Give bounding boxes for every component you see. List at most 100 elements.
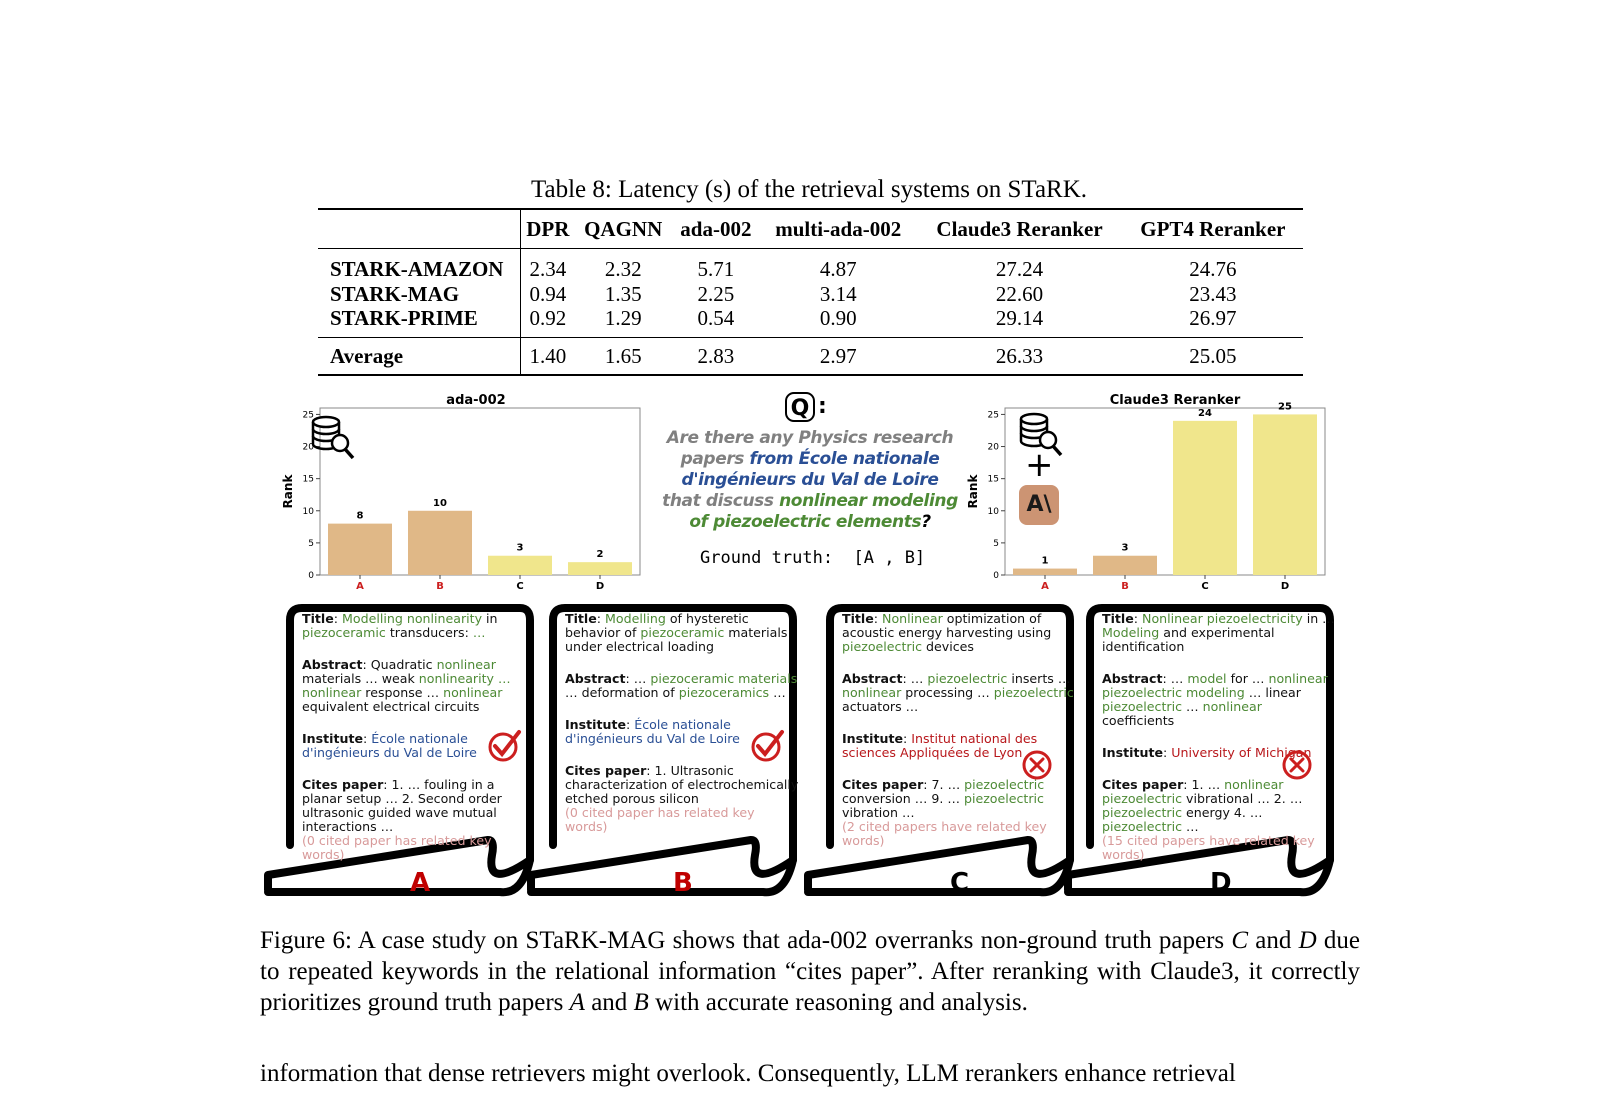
scroll-curl bbox=[264, 836, 534, 897]
bar-value-label: 1 bbox=[1042, 556, 1049, 567]
card-text-run: piezoelectric bbox=[964, 777, 1045, 792]
paper-card: Title: Nonlinear piezoelectricity in … M… bbox=[1102, 612, 1337, 862]
paper-letter: D bbox=[1210, 868, 1232, 898]
card-field-label: Abstract bbox=[842, 671, 903, 686]
bar-value-label: 8 bbox=[357, 511, 364, 522]
card-field-colon: : bbox=[383, 777, 392, 792]
card-text-run: equivalent electrical circuits bbox=[302, 699, 480, 714]
chart-title-ada: ada-002 bbox=[446, 393, 506, 408]
latency-table: DPR QAGNN ada-002 multi-ada-002 Claude3 … bbox=[318, 208, 1303, 376]
card-field: Title: Modelling nonlinearity in piezoce… bbox=[302, 612, 537, 640]
card-text-run: nonlinear bbox=[302, 685, 362, 700]
paper-letter: C bbox=[950, 868, 970, 898]
y-tick-label: 25 bbox=[988, 410, 999, 420]
card-text-run: Nonlinear bbox=[882, 611, 943, 626]
card-text-run: nonlinear bbox=[1202, 699, 1262, 714]
card-text-run: and experimental identification bbox=[1102, 625, 1275, 654]
card-text-run: response … bbox=[361, 685, 444, 700]
x-tick-label: A bbox=[356, 581, 364, 592]
caption-text: and bbox=[1248, 927, 1299, 954]
card-field-colon: : bbox=[596, 611, 606, 626]
card-field-colon: : bbox=[626, 717, 635, 732]
caption-italic: D bbox=[1298, 927, 1317, 954]
paper-card: Title: Modelling of hysteretic behavior … bbox=[565, 612, 800, 834]
card-field-colon: : bbox=[363, 731, 372, 746]
y-tick-label: 5 bbox=[308, 539, 314, 549]
card-text-run: Modeling bbox=[1102, 625, 1160, 640]
table-cell: 29.14 bbox=[995, 306, 1044, 331]
plus-icon: + bbox=[1025, 445, 1054, 485]
card-field: Institute: University of Michigan bbox=[1102, 746, 1337, 760]
bar-value-label: 10 bbox=[433, 498, 447, 509]
card-text-run: 1. … fouling in a planar setup … 2. Seco… bbox=[302, 777, 502, 834]
table-cell: 26.33 bbox=[916, 336, 1123, 376]
card-field: Cites paper: 1. Ultrasonic characterizat… bbox=[565, 764, 800, 806]
card-text-run: piezoelectric bbox=[1102, 819, 1183, 834]
card-text-run: nonlinear bbox=[842, 685, 902, 700]
card-field-colon: : bbox=[902, 671, 911, 686]
caption-italic: C bbox=[1231, 927, 1249, 954]
checkmark-stroke bbox=[493, 730, 521, 758]
card-field: Abstract: … model for … nonlinear piezoe… bbox=[1102, 672, 1337, 728]
database-search-icon bbox=[1019, 412, 1063, 457]
card-field: Abstract: … piezoelectric inserts … nonl… bbox=[842, 672, 1077, 714]
column-header: GPT4 Reranker bbox=[1122, 208, 1303, 249]
table-row: STARK-AMAZON 2.34 2.32 5.71 4.87 27.24 2… bbox=[318, 248, 1303, 282]
bar-value-label: 3 bbox=[517, 543, 524, 554]
card-field-label: Abstract bbox=[302, 657, 363, 672]
card-text-run: … bbox=[1182, 819, 1199, 834]
card-text-run: piezoelectric bbox=[1102, 805, 1183, 820]
column-header: QAGNN bbox=[574, 208, 672, 249]
card-text-run: École nationale d'ingénieurs du Val de L… bbox=[302, 731, 477, 760]
y-tick-label: 0 bbox=[993, 571, 999, 581]
row-label: STARK-PRIME bbox=[330, 306, 478, 331]
card-text-run: piezoelectric bbox=[927, 671, 1008, 686]
card-field-colon: : bbox=[333, 611, 343, 626]
card-text-run: vibration … bbox=[842, 805, 915, 820]
database-search-icon bbox=[311, 415, 355, 460]
card-text-run: … bbox=[1182, 699, 1203, 714]
card-field-label: Title bbox=[842, 611, 874, 626]
q-badge: Q bbox=[785, 392, 815, 422]
figure-caption: Figure 6: A case study on STaRK-MAG show… bbox=[260, 925, 1360, 1018]
ground-truth: Ground truth: [A , B] bbox=[700, 548, 926, 568]
card-field: Institute: École nationale d'ingénieurs … bbox=[565, 718, 800, 746]
card-field-colon: : bbox=[646, 763, 655, 778]
query-part: Are there any Physics research papers bbox=[666, 428, 954, 469]
card-field-label: Institute bbox=[302, 731, 364, 746]
table-cell: 22.60 bbox=[995, 281, 1044, 306]
table-cell: 0.92 bbox=[519, 306, 575, 337]
cited-keyword-note: (0 cited paper has related key words) bbox=[565, 805, 755, 834]
cross-icon bbox=[1022, 750, 1052, 780]
card-text-run: vibrational … 2. … bbox=[1182, 791, 1303, 806]
scroll-curl bbox=[1064, 836, 1334, 897]
card-text-run: nonlinear bbox=[436, 657, 496, 672]
paper-letter: B bbox=[673, 868, 693, 898]
table-cell: 2.34 bbox=[519, 248, 575, 282]
card-text-run: Modelling nonlinearity bbox=[342, 611, 483, 626]
checkmark-icon bbox=[751, 730, 784, 762]
card-field-colon: : bbox=[625, 671, 634, 686]
card-field-label: Title bbox=[302, 611, 334, 626]
bar bbox=[1093, 555, 1157, 575]
table-cell: 0.94 bbox=[519, 281, 575, 306]
card-field-label: Institute bbox=[842, 731, 904, 746]
paper-scroll-frame bbox=[527, 604, 797, 897]
paper-scroll-frame bbox=[1064, 604, 1334, 897]
table-row: STARK-MAG 0.94 1.35 2.25 3.14 22.60 23.4… bbox=[318, 281, 1303, 306]
card-text-run: 7. … bbox=[931, 777, 965, 792]
card-field-label: Cites paper bbox=[1102, 777, 1184, 792]
paper-scroll-frame bbox=[804, 604, 1074, 897]
card-text-run: actuators … bbox=[842, 699, 919, 714]
scroll-curl bbox=[527, 836, 797, 897]
card-field: Cites paper: 1. … fouling in a planar se… bbox=[302, 778, 537, 834]
paper-scroll-frame bbox=[264, 604, 534, 897]
card-text-run: materials under electrical loading bbox=[565, 625, 788, 654]
table-row: STARK-PRIME 0.92 1.29 0.54 0.90 29.14 26… bbox=[318, 306, 1303, 337]
table-cell: 2.32 bbox=[604, 257, 642, 282]
card-text-run: in … bbox=[1302, 611, 1335, 626]
row-label: STARK-AMAZON bbox=[330, 257, 504, 282]
card-field-label: Institute bbox=[1102, 745, 1164, 760]
